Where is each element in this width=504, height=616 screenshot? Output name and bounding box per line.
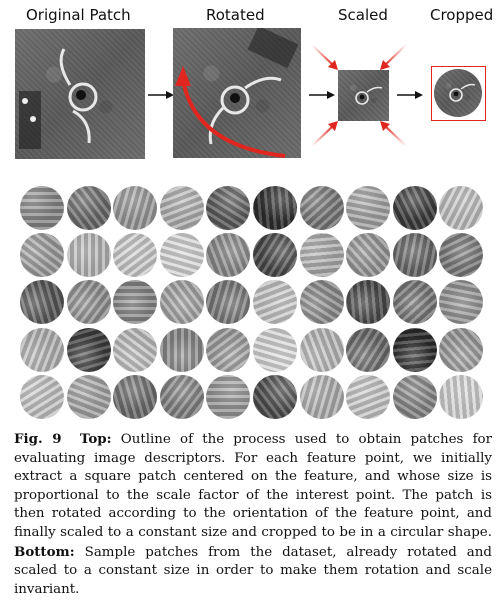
sample-patch [299,327,344,372]
sample-patches-grid [18,186,498,419]
sample-patch [66,327,111,372]
stage-label-rotated: Rotated [206,6,265,24]
scaled-patch-image [338,70,389,121]
sample-patch [113,327,158,372]
sample-patch [113,186,158,230]
sample-patch [299,233,344,278]
rotation-arrow-head [175,66,191,86]
sample-patch [159,233,204,278]
sample-patch [206,374,251,419]
sample-patch [20,374,64,419]
sample-patch [439,186,484,230]
original-patch-image [15,29,145,159]
sample-patch [66,374,111,419]
sample-patch [159,374,204,419]
rotated-patch-drawing [175,28,299,158]
sample-patch [66,280,111,325]
sample-patch [159,186,204,230]
sample-patch [392,327,437,372]
sample-patch [439,233,484,278]
sample-patch [253,374,297,419]
sample-patch [20,186,64,230]
sample-patch [20,280,64,325]
sample-patch [66,186,111,230]
rotated-patch-image [173,28,301,158]
stage-label-cropped: Cropped [430,6,494,24]
sample-patch [392,280,437,325]
sample-patch [299,186,344,230]
sample-patch [253,233,297,278]
sample-patch [206,280,251,325]
sample-patch [392,374,437,419]
cropped-frame [431,66,486,121]
cropped-patch-image [434,69,482,117]
scaled-patch-drawing [355,86,383,105]
sample-patch [253,327,297,372]
sample-patch [346,233,391,278]
arrow-original-to-rotated [148,91,174,99]
sample-patch [159,327,204,372]
sample-patch [253,186,297,230]
sample-patch [392,186,437,230]
sample-patch [439,374,484,419]
sample-patch [392,233,437,278]
sample-patch [439,280,484,325]
sample-patch [113,374,158,419]
sample-patch [159,280,204,325]
sample-patch [206,233,251,278]
sample-patch [20,233,64,278]
sample-patch [346,374,391,419]
caption-top-label: Top: [79,431,112,447]
sample-patch [346,327,391,372]
sample-patch [66,233,111,278]
figure-caption: Fig. 9 Top: Outline of the process used … [14,430,492,599]
sample-patch [346,280,391,325]
sample-patch [206,327,251,372]
sample-patch [299,374,344,419]
sample-patch [299,280,344,325]
sample-patch [253,280,297,325]
sample-patch [113,233,158,278]
rotation-arrow-arc [181,79,286,158]
stage-label-scaled: Scaled [338,6,388,24]
caption-bottom-label: Bottom: [14,543,75,560]
caption-top-text: Outline of the process used to obtain pa… [14,432,493,540]
sample-patch [20,327,64,372]
sample-patch [346,186,391,230]
caption-bottom-text: Sample patches from the dataset, already… [14,544,492,597]
sample-patch [113,280,158,325]
original-patch-drawing [19,48,98,149]
sample-patch [206,186,251,230]
arrow-scaled-to-cropped [397,91,423,99]
scaled-arrows [311,44,407,147]
caption-fig-label: Fig. 9 [14,431,62,447]
arrow-rotated-to-scaled [309,91,335,99]
stage-label-original: Original Patch [26,6,131,24]
cropped-patch-drawing [449,83,476,102]
sample-patch [439,327,484,372]
